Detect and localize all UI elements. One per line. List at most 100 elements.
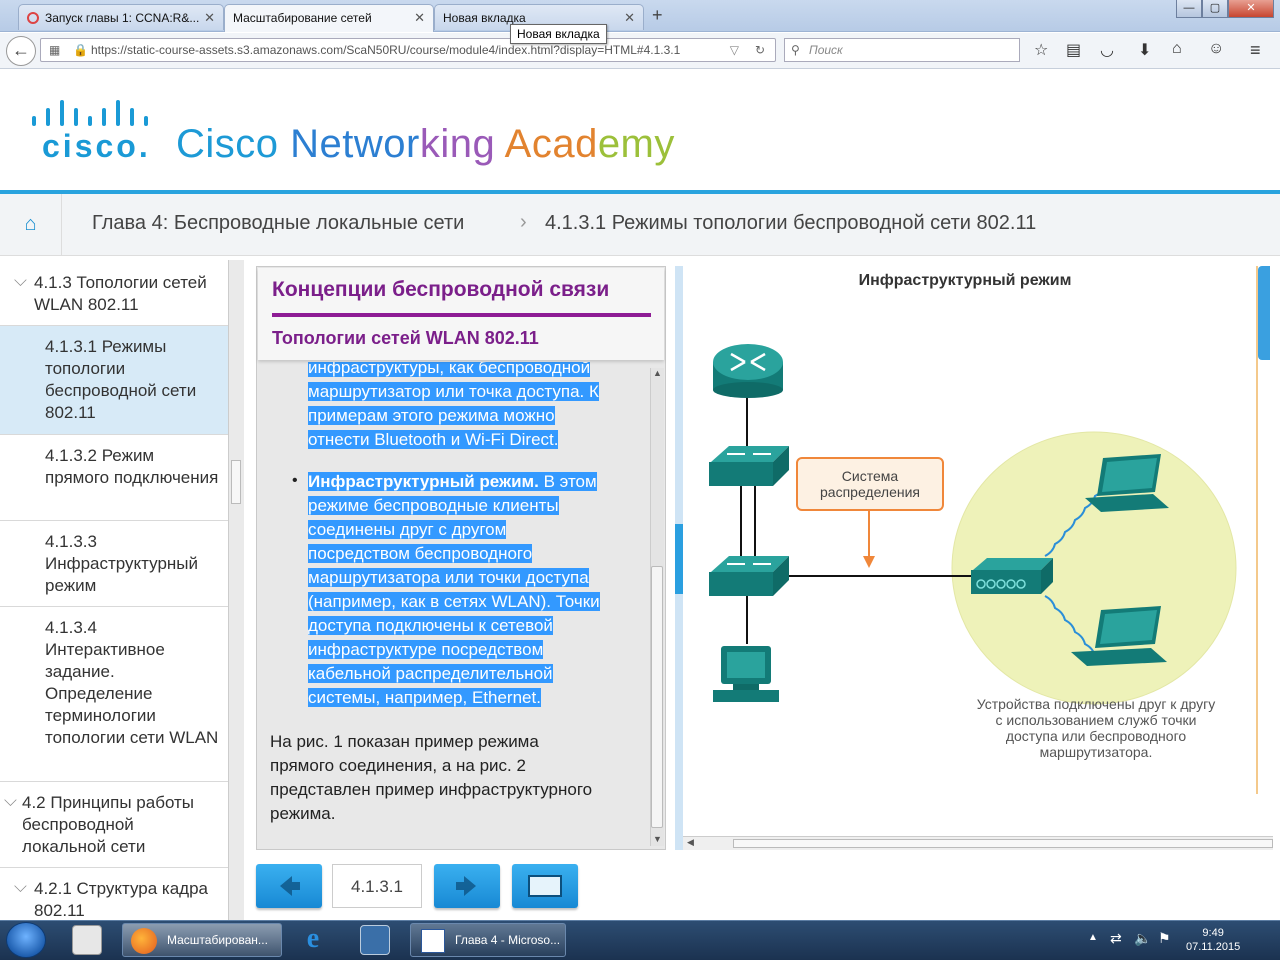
outline-item-4-1-3-4[interactable]: 4.1.3.4 Интерактивное задание. Определен… [0,607,228,782]
network-monitor-icon[interactable] [360,925,390,955]
chat-icon[interactable]: ☺ [1208,40,1225,57]
search-input[interactable]: ⚲ Поиск [784,38,1020,62]
text-line: режима. [270,804,336,823]
pocket-icon[interactable]: ◡ [1100,42,1114,59]
page-info-icon[interactable]: ▦ [49,43,61,57]
outline-item-label: 4.1.3.1 Режимы топологии беспроводной се… [45,337,197,422]
tray-expand-icon[interactable]: ▲ [1088,932,1098,943]
text-line: режиме беспроводные клиенты [308,496,559,515]
text-line: посредством беспроводного [308,544,533,563]
chevron-down-icon[interactable]: ⌵ [4,791,17,810]
sidebar-scrollbar[interactable] [228,260,244,920]
callout-line: распределения [820,484,920,500]
outline-item-4-1-3-1[interactable]: 4.1.3.1 Режимы топологии беспроводной се… [0,326,228,435]
academy-title-part: Cisco [176,122,291,166]
tab-label: Новая вкладка [443,11,526,25]
url-text: https://static-course-assets.s3.amazonaw… [91,43,681,57]
text-line: прямого соединения, а на рис. 2 [270,756,526,775]
menu-hamburger-icon[interactable]: ≡ [1250,40,1261,60]
bookmark-star-icon[interactable]: ☆ [1034,42,1049,59]
figure-infrastructure-mode: Инфраструктурный режим [683,266,1273,838]
scroll-left-arrow-icon[interactable]: ◀ [687,837,694,847]
scroll-up-arrow-icon[interactable]: ▲ [653,368,662,378]
arrow-left-icon [280,876,300,896]
download-icon[interactable]: ⬇ [1138,42,1152,59]
academy-title: Cisco Networking Academy [176,122,675,167]
home-button[interactable]: ⌂ [0,194,62,256]
taskbar-clock[interactable]: 9:49 07.11.2015 [1186,926,1240,954]
start-button[interactable] [6,922,46,958]
previous-page-button[interactable] [256,864,322,908]
tray-volume-icon[interactable]: 🔈 [1134,930,1152,946]
text-line: соединены друг с другом [308,520,507,539]
figure-horizontal-scrollbar[interactable]: ◀ [683,836,1273,850]
access-point-icon [971,558,1053,594]
wireless-coverage-area [951,431,1237,705]
page-number: 4.1.3.1 [332,864,422,908]
minimize-button[interactable]: — [1176,0,1202,18]
opera-favicon-icon [27,12,39,24]
address-bar[interactable]: ▦ 🔒 https://static-course-assets.s3.amaz… [40,38,776,62]
sidebar-scroll-thumb[interactable] [231,460,241,504]
tray-network-icon[interactable]: ⇄ [1110,930,1122,946]
media-player-icon[interactable] [72,925,102,955]
new-tab-plus-icon[interactable]: + [652,5,663,25]
back-arrow-icon[interactable]: ← [6,36,36,66]
outline-item-4-1-3[interactable]: ⌵ 4.1.3 Топологии сетей WLAN 802.11 [0,260,228,326]
taskbar-word[interactable]: Глава 4 - Microso... [410,923,566,957]
tab-close-icon[interactable]: ✕ [204,10,215,25]
figure-tab-strip [1256,266,1270,794]
outline-item-4-2[interactable]: ⌵ 4.2 Принципы работы беспроводной локал… [0,782,228,868]
content-scroll-thumb[interactable] [651,566,663,828]
internet-explorer-icon[interactable]: e [306,923,320,954]
caption-line: с использованием служб точки [995,712,1197,728]
search-placeholder: Поиск [809,43,843,57]
paragraph-adhoc-end: инфраструктуры, как беспроводной маршрут… [308,362,648,452]
scroll-down-arrow-icon[interactable]: ▼ [653,834,662,844]
wireless-signal-icon [1044,595,1096,657]
text-line: представлен пример инфраструктурного [270,780,593,799]
outline-item-4-1-3-2[interactable]: 4.1.3.2 Режим прямого подключения [0,435,228,521]
text-line: кабельной распределительной [308,664,553,683]
outline-item-4-1-3-3[interactable]: 4.1.3.3 Инфраструктурный режим [0,521,228,607]
text-line: В этом [538,472,597,491]
next-page-button[interactable] [434,864,500,908]
breadcrumb-chapter[interactable]: Глава 4: Беспроводные локальные сети [92,212,465,234]
home-icon[interactable]: ⌂ [1172,40,1182,57]
tab-close-icon[interactable]: ✕ [624,10,635,25]
firefox-icon [131,928,157,954]
clock-time: 9:49 [1202,927,1224,939]
academy-title-part: emy [597,122,675,166]
close-window-button[interactable]: ✕ [1228,0,1274,18]
dropdown-arrow-icon[interactable]: ▽ [729,43,739,57]
chevron-down-icon[interactable]: ⌵ [14,877,27,896]
callout-arrow-head-icon [863,556,875,568]
tab-tooltip: Новая вкладка [510,24,607,44]
breadcrumb [0,194,1280,256]
text-line: инфраструктуре посредством [308,640,544,659]
router-icon [713,344,783,398]
word-document-icon [421,929,445,953]
title-underline [272,313,651,317]
tab-close-icon[interactable]: ✕ [414,10,425,25]
fullscreen-button[interactable] [512,864,578,908]
reload-icon[interactable]: ↻ [754,43,765,57]
desktop-pc-icon [713,646,779,702]
figure-divider-handle[interactable] [675,524,683,594]
tab-ccna-launch[interactable]: Запуск главы 1: CCNA:R&... ✕ [18,4,224,30]
tab-label: Масштабирование сетей [233,11,372,25]
figure-scroll-thumb[interactable] [733,839,1273,848]
text-line: маршрутизатора или точки доступа [308,568,589,587]
tab-scaling-networks[interactable]: Масштабирование сетей ✕ [224,4,434,32]
network-diagram [709,344,1237,705]
maximize-button[interactable]: ▢ [1202,0,1228,18]
taskbar-label: Глава 4 - Microso... [455,933,561,947]
figure-tab-1[interactable] [1258,266,1270,360]
taskbar-firefox[interactable]: Масштабирован... [122,923,282,957]
outline-item-4-2-1[interactable]: ⌵ 4.2.1 Структура кадра 802.11 [0,868,228,920]
wireless-signal-icon [1044,483,1106,557]
switch-icon [709,446,789,486]
bookmarks-list-icon[interactable]: ▤ [1066,42,1082,59]
tray-flag-icon[interactable]: ⚑ [1158,930,1171,946]
chevron-down-icon[interactable]: ⌵ [14,271,27,290]
